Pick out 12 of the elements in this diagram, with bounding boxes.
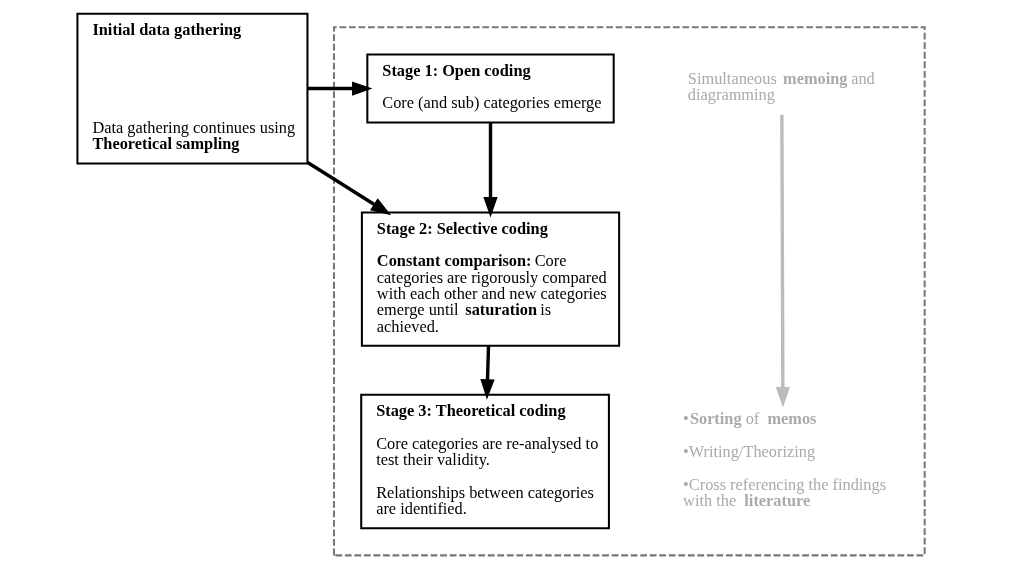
arrow [307,81,373,96]
node-box: Stage 2: Selective coding Constant comparison: Core categories are rigorously compared with each other and new categories emerge until saturation is achieved. [360,211,621,347]
arrow [483,122,498,218]
arrow [480,345,495,400]
arrow [775,114,791,408]
node-box: Initial data gathering Data gathering continues using Theoretical sampling [76,12,309,165]
node-box: Stage 1: Open coding Core (and sub) categories emerge [366,53,615,124]
arrow [306,161,392,216]
cluster [332,26,926,557]
node-box: Stage 3: Theoretical coding Core categories are re-analysed to test their validity. Relationships between categories are identified. [360,393,610,530]
node-text: •Sorting of memos •Writing/Theorizing •Cross referencing the findings with the literature [683,409,887,510]
node-text: Simultaneous memoing and diagramming [687,68,875,105]
